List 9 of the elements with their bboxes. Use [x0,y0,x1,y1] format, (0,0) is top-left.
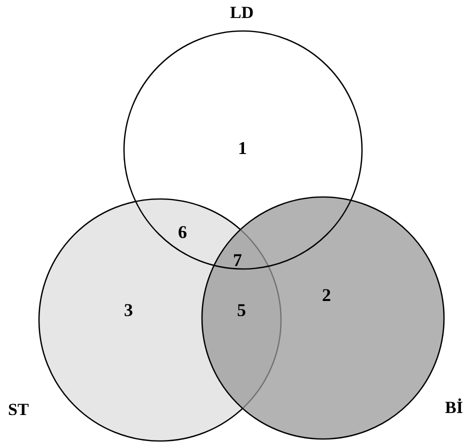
region-number: 3 [124,300,133,321]
region-number: 2 [322,285,331,306]
region-number: 6 [178,222,187,243]
set-label: Bİ [445,398,463,418]
region-number: 7 [233,250,242,271]
region-number: 1 [238,138,247,159]
set-label: LD [230,3,254,23]
set-label: ST [8,400,29,420]
region-number: 5 [237,300,246,321]
